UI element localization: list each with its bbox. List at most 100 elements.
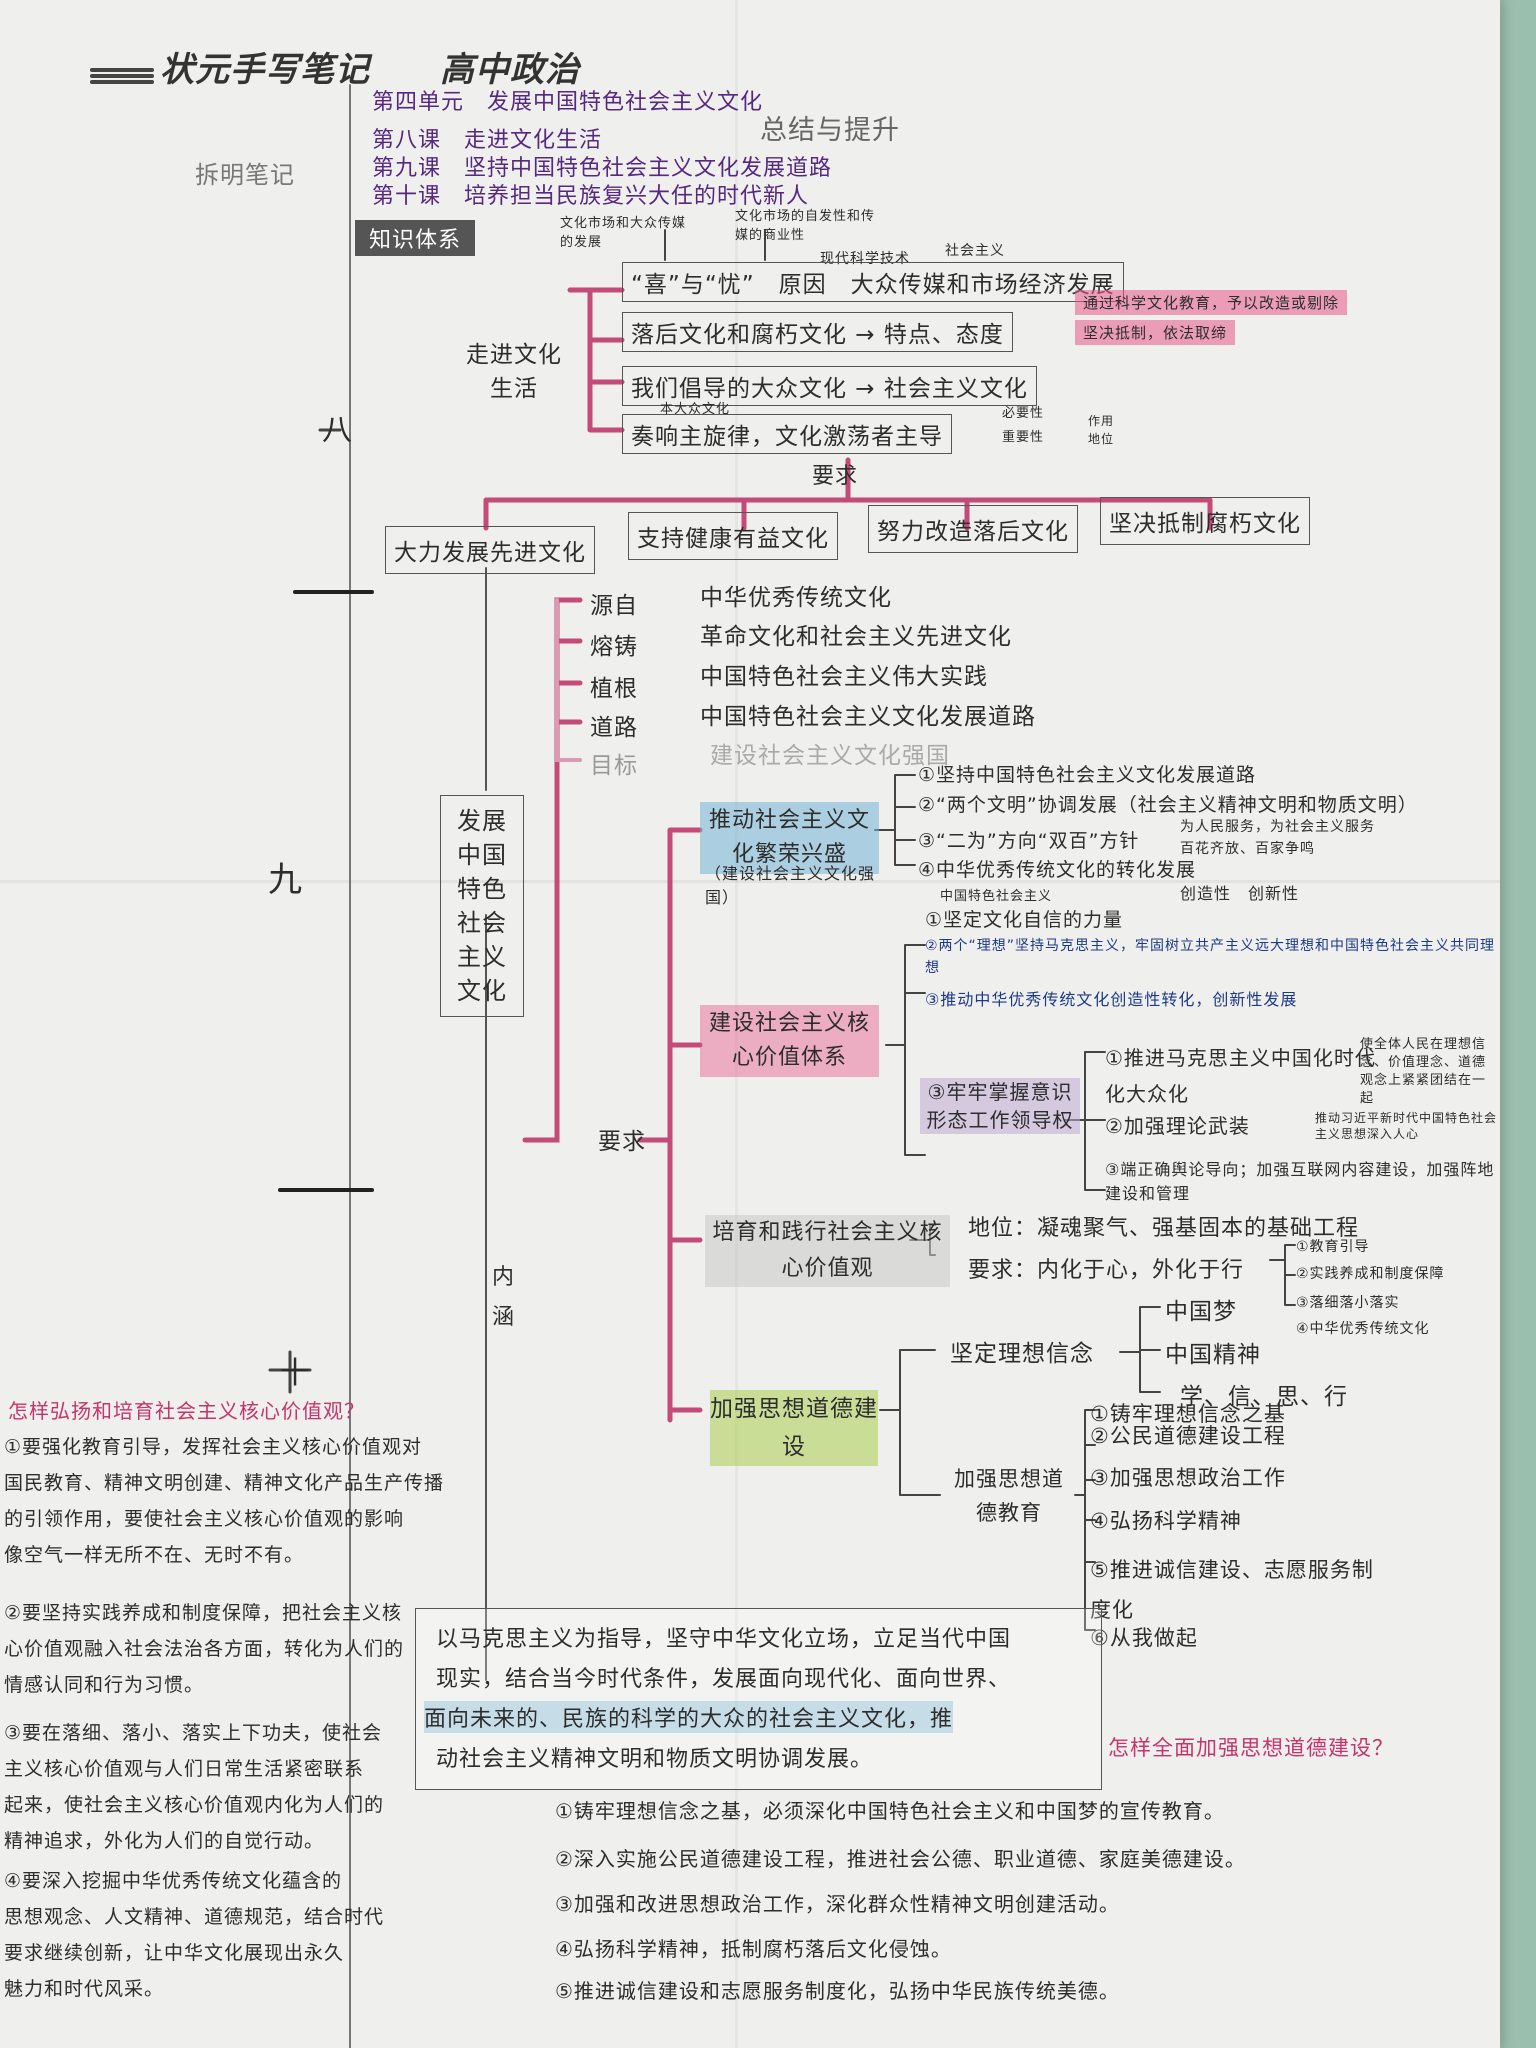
branch-d-firm: 坚定理想信念	[950, 1341, 1094, 1367]
unit8-branch-4: 奏响主旋律，文化激荡者主导	[622, 414, 952, 454]
question-right-title: 怎样全面加强思想道德建设？	[1108, 1736, 1394, 1760]
box-support-healthy: 支持健康有益文化	[628, 512, 838, 560]
q-left-line-11: 精神追求，外化为人们的自觉行动。	[4, 1830, 325, 1852]
unit8-branch-4-r2: 重要性	[1002, 430, 1045, 445]
unit8-branch-2-right-2: 坚决抵制，依法取缔	[1075, 320, 1236, 345]
source-val-4: 中国特色社会主义文化发展道路	[700, 704, 1036, 730]
q-right-line-5: ⑤推进诚信建设和志愿服务制度化，弘扬中华民族传统美德。	[555, 1979, 1120, 2003]
moral-item-5: ⑤推进诚信建设、志愿服务制度化	[1090, 1558, 1374, 1622]
unit8-branch-3: 我们倡导的大众文化 → 社会主义文化	[622, 366, 1037, 406]
q-left-line-14: 要求继续创新，让中华文化展现出永久	[4, 1942, 345, 1964]
moral-item-2: ②公民道德建设工程	[1090, 1424, 1286, 1448]
source-val-2: 革命文化和社会主义先进文化	[700, 624, 1012, 650]
connotation-line-4: 动社会主义精神文明和物质文明协调发展。	[436, 1747, 874, 1772]
connotation-line-2: 现实，结合当今时代条件，发展面向现代化、面向世界、	[436, 1667, 1012, 1692]
q-left-line-6: 心价值观融入社会法治各方面，转化为人们的	[4, 1638, 405, 1660]
branch-c-status: 地位：凝魂聚气、强基固本的基础工程	[968, 1216, 1360, 1241]
unit9-inner-label: 内涵	[492, 1265, 516, 1330]
q-left-line-2: 国民教育、精神文明创建、精神文化产品生产传播	[4, 1472, 445, 1494]
q-right-line-4: ④弘扬科学精神，抵制腐朽落后文化侵蚀。	[555, 1937, 952, 1961]
knowledge-tag: 知识体系	[355, 220, 476, 256]
source-val-1: 中华优秀传统文化	[700, 585, 892, 611]
branch-c-sub-4: ④中华优秀传统文化	[1296, 1321, 1430, 1337]
connector-lines	[90, 68, 1296, 2048]
branch-c-require: 要求：内化于心，外化于行	[968, 1258, 1245, 1283]
header-lesson-9: 第九课 坚持中国特色社会主义文化发展道路	[372, 156, 833, 181]
source-key-5: 目标	[590, 753, 638, 779]
unit8-branch-2: 落后文化和腐朽文化 → 特点、态度	[622, 312, 1013, 352]
firm-item-3: 学、信、思、行	[1180, 1384, 1348, 1410]
unit8-root: 走进文化生活	[466, 342, 562, 402]
subject-title: 高中政治	[440, 50, 580, 90]
q-left-line-7: 情感认同和行为习惯。	[4, 1674, 205, 1696]
note-socialism: 社会主义	[945, 243, 1005, 259]
branch-c-sub-2: ②实践养成和制度保障	[1296, 1266, 1445, 1282]
note-tech: 现代科学技术	[820, 251, 910, 267]
branch-b-item-2: ②两个“理想”坚持马克思主义，牢固树立共产主义远大理想和中国特色社会主义共同理想	[925, 938, 1496, 976]
q-left-line-3: 的引领作用，要使社会主义核心价值观的影响	[4, 1508, 405, 1530]
unit8-branch-2-right-1: 通过科学文化教育，予以改造或剔除	[1075, 290, 1348, 315]
moral-item-1: ①铸牢理想信念之基	[1090, 1402, 1286, 1426]
connotation-line-1: 以马克思主义为指导，坚守中华文化立场，立足当代中国	[436, 1627, 1012, 1652]
branch-a-sub: （建设社会主义文化强国）	[705, 864, 876, 907]
branch-a-note-3: 创造性 创新性	[1180, 884, 1300, 903]
fold-line-horizontal	[0, 880, 1500, 883]
q-right-line-2: ②深入实施公民道德建设工程，推进社会公德、职业道德、家庭美德建设。	[555, 1847, 1246, 1871]
margin-mark-9: 九	[268, 860, 303, 900]
box-resist-decadent: 坚决抵制腐朽文化	[1100, 497, 1310, 545]
source-val-3: 中国特色社会主义伟大实践	[700, 664, 988, 690]
unit9-require: 要求	[598, 1129, 646, 1155]
branch-a-label: 推动社会主义文化繁荣兴盛	[700, 802, 879, 874]
unit8-branch-4-r3: 作用	[1088, 414, 1115, 428]
margin-mark-10: 十	[280, 1356, 311, 1391]
note-market-media: 文化市场和大众传媒的发展	[560, 216, 687, 250]
branch-a-note-1: 为人民服务，为社会主义服务	[1180, 819, 1375, 835]
notebook-page: 状元手写笔记 高中政治 拆明笔记 总结与提升 第四单元 发展中国特色社会主义文化…	[0, 0, 1500, 2048]
branch-a-item-4: ④中华优秀传统文化的转化发展	[918, 859, 1197, 881]
source-key-4: 道路	[590, 715, 638, 741]
branch-b-ideology: ③牢牢掌握意识形态工作领导权	[920, 1078, 1080, 1134]
branch-b-note-top: 中国特色社会主义	[940, 889, 1053, 904]
question-left-answer: ①要强化教育引导，发挥社会主义核心价值观对 国民教育、精神文明创建、精神文化产品…	[4, 1432, 484, 2010]
branch-d-moral: 加强思想道德教育	[954, 1467, 1064, 1525]
unit8-branch-3-note: 本大众文化	[660, 402, 731, 417]
unit8-branch-1: “喜”与“忧” 原因 大众传媒和市场经济发展	[622, 262, 1124, 302]
branch-c-sub-1: ①教育引导	[1296, 1239, 1370, 1255]
branch-a-item-3: ③“二为”方向“双百”方针	[918, 830, 1140, 852]
q-left-line-10: 起来，使社会主义核心价值观内化为人们的	[4, 1794, 385, 1816]
margin-mark-8: 八	[322, 413, 353, 448]
fold-line-vertical	[735, 0, 738, 2048]
q-left-line-4: 像空气一样无所不在、无时不有。	[4, 1544, 305, 1566]
unit8-require: 要求	[812, 464, 859, 489]
connotation-box: 以马克思主义为指导，坚守中华文化立场，立足当代中国 现实，结合当今时代条件，发展…	[415, 1608, 1102, 1790]
box-improve-backward: 努力改造落后文化	[868, 505, 1078, 553]
header-unit: 第四单元 发展中国特色社会主义文化	[372, 90, 764, 115]
ideology-item-3: ③端正确舆论导向；加强互联网内容建设，加强阵地建设和管理	[1105, 1160, 1495, 1203]
moral-item-6: ⑥从我做起	[1090, 1626, 1198, 1650]
box-develop-advanced: 大力发展先进文化	[385, 526, 595, 574]
q-left-line-12: ④要深入挖掘中华优秀传统文化蕴含的	[4, 1870, 343, 1892]
source-key-2: 熔铸	[590, 634, 638, 660]
side-label: 拆明笔记	[195, 161, 295, 189]
note-market-spontaneity: 文化市场的自发性和传媒的商业性	[735, 209, 876, 243]
branch-b-item-3: ③推动中华优秀传统文化创造性转化，创新性发展	[925, 990, 1298, 1009]
moral-item-3: ③加强思想政治工作	[1090, 1466, 1286, 1490]
unit8-branch-4-r4: 地位	[1088, 432, 1115, 446]
branch-a-item-2: ②“两个文明”协调发展（社会主义精神文明和物质文明）	[918, 794, 1418, 816]
source-key-1: 源自	[590, 593, 638, 619]
brand-title: 状元手写笔记	[160, 50, 370, 90]
q-left-line-8: ③要在落细、落小、落实上下功夫，使社会	[4, 1722, 383, 1744]
firm-item-1: 中国梦	[1165, 1299, 1237, 1325]
q-right-line-1: ①铸牢理想信念之基，必须深化中国特色社会主义和中国梦的宣传教育。	[555, 1799, 1225, 1823]
q-right-line-3: ③加强和改进思想政治工作，深化群众性精神文明创建活动。	[555, 1892, 1120, 1916]
ideology-note-2: 推动习近平新时代中国特色社会主义思想深入人心	[1315, 1111, 1498, 1141]
unit8-branch-4-r1: 必要性	[1002, 406, 1045, 421]
header-lesson-8: 第八课 走进文化生活	[372, 128, 603, 153]
question-left-title: 怎样弘扬和培育社会主义核心价值观？	[8, 1399, 365, 1423]
branch-c-sub-3: ③落细落小落实	[1296, 1295, 1400, 1311]
source-key-3: 植根	[590, 676, 638, 702]
unit9-center: 发展中国特色社会主义文化	[440, 795, 524, 1017]
branch-b-label: 建设社会主义核心价值体系	[700, 1005, 879, 1077]
branch-d-label: 加强思想道德建设	[710, 1390, 878, 1466]
summary-title: 总结与提升	[760, 115, 900, 146]
